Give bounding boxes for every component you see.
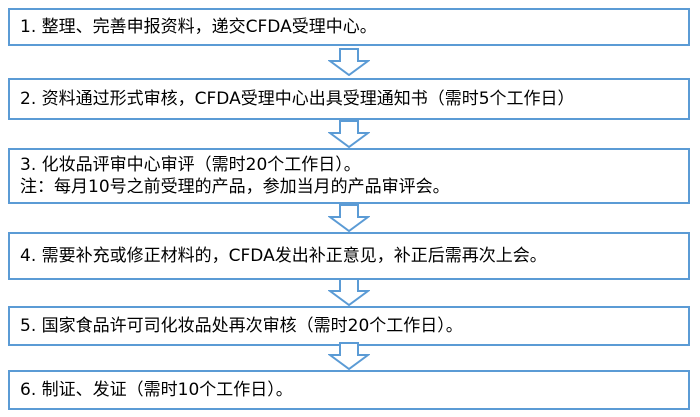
down-arrow-5 bbox=[328, 342, 370, 370]
step-5-text: 5. 国家食品许可司化妆品处再次审核（需时20个工作日）。 bbox=[20, 316, 463, 336]
step-box-4: 4. 需要补充或修正材料的，CFDA发出补正意见，补正后需再次上会。 bbox=[8, 232, 690, 280]
step-3-text: 3. 化妆品评审中心审评（需时20个工作日）。 bbox=[20, 155, 361, 175]
down-arrow-1 bbox=[328, 48, 370, 76]
down-arrow-2 bbox=[328, 120, 370, 148]
step-6-text: 6. 制证、发证（需时10个工作日）。 bbox=[20, 380, 293, 400]
step-box-1: 1. 整理、完善申报资料，递交CFDA受理中心。 bbox=[8, 8, 690, 46]
step-2-text: 2. 资料通过形式审核，CFDA受理中心出具受理通知书（需时5个工作日） bbox=[20, 89, 575, 109]
step-box-3: 3. 化妆品评审中心审评（需时20个工作日）。 注：每月10号之前受理的产品，参… bbox=[8, 148, 690, 204]
step-1-text: 1. 整理、完善申报资料，递交CFDA受理中心。 bbox=[20, 17, 377, 37]
down-arrow-3 bbox=[328, 204, 370, 232]
step-box-6: 6. 制证、发证（需时10个工作日）。 bbox=[8, 370, 690, 410]
step-box-5: 5. 国家食品许可司化妆品处再次审核（需时20个工作日）。 bbox=[8, 306, 690, 346]
step-4-text: 4. 需要补充或修正材料的，CFDA发出补正意见，补正后需再次上会。 bbox=[20, 246, 547, 266]
step-3-note: 注：每月10号之前受理的产品，参加当月的产品审评会。 bbox=[20, 177, 450, 197]
step-box-2: 2. 资料通过形式审核，CFDA受理中心出具受理通知书（需时5个工作日） bbox=[8, 78, 690, 120]
down-arrow-4 bbox=[328, 278, 370, 306]
